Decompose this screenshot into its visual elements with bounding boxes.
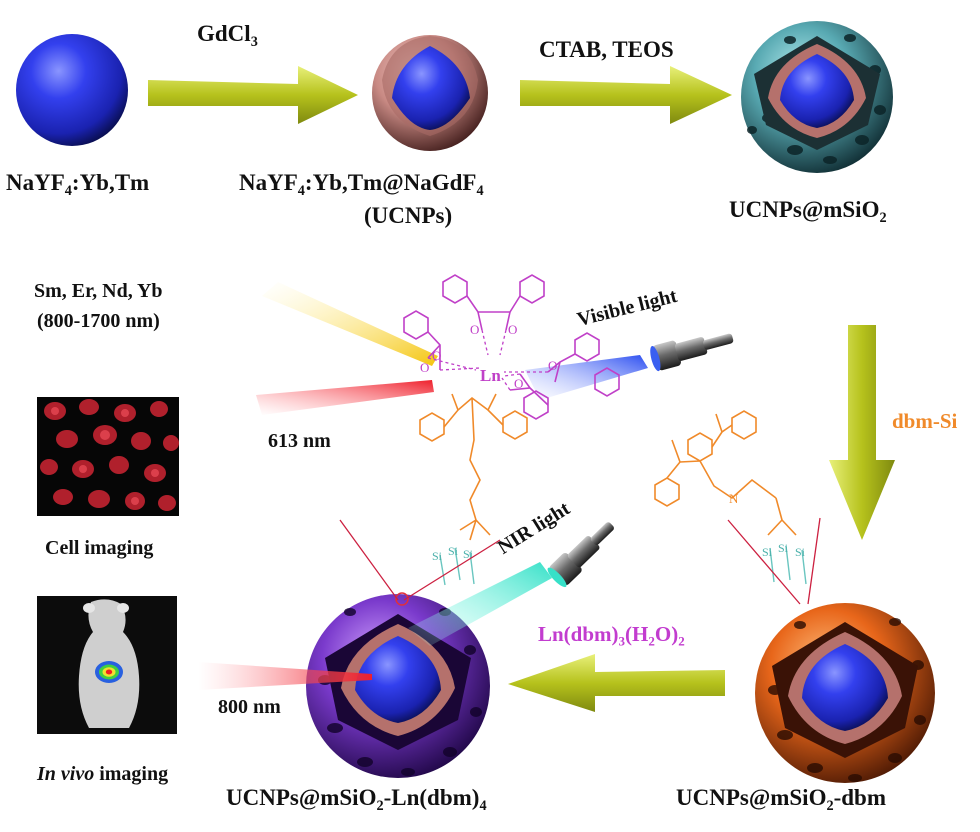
- mesoporous-silica-sphere-icon: [755, 603, 935, 783]
- oxygen-label: O: [548, 358, 557, 373]
- dbm-product-label: UCNPs@mSiO2-dbm: [676, 785, 886, 814]
- core-shell-sphere-icon: [372, 35, 488, 151]
- excitation-800nm-label: 800 nm: [218, 696, 281, 718]
- mesoporous-silica-sphere-icon: [741, 21, 893, 173]
- silane-anchor: [439, 547, 475, 586]
- reaction-arrow-icon: [148, 66, 358, 124]
- silane-anchor: [769, 545, 807, 585]
- laser-beam-icon: [525, 355, 648, 400]
- silicon-label: Si: [762, 545, 773, 559]
- reaction-arrow-icon: [829, 325, 895, 540]
- anchor-line: [403, 539, 501, 601]
- laser-beam-icon: [262, 282, 438, 366]
- in-vivo-imaging-photo: [37, 596, 177, 734]
- ln-dbm3-reagent-label: Ln(dbm)3(H2O)2: [538, 622, 685, 649]
- core-formula-label: NaYF4:Yb,Tm: [6, 170, 150, 199]
- reaction-arrow-icon: [508, 654, 725, 712]
- laser-beam-icon: [198, 662, 372, 690]
- oxygen-label: O: [470, 322, 479, 337]
- ctab-teos-reagent-label: CTAB, TEOS: [539, 37, 674, 62]
- flashlight-icon: [547, 522, 614, 588]
- cell-imaging-label: Cell imaging: [45, 537, 154, 559]
- ions-label: Sm, Er, Nd, Yb: [34, 280, 163, 302]
- mesoporous-silica-sphere-icon: [306, 592, 490, 778]
- gdcl3-reagent-label: GdCl3: [197, 21, 258, 50]
- oxygen-label: O: [508, 322, 517, 337]
- ucnp-formula-label: NaYF4:Yb,Tm@NaGdF4: [239, 170, 484, 199]
- silicon-label: Si: [448, 544, 459, 558]
- dbm-ligand-structure: [654, 410, 797, 536]
- oxygen-label: O: [420, 360, 429, 375]
- final-product-label: UCNPs@mSiO2-Ln(dbm)4: [226, 785, 487, 814]
- nitrogen-label: N: [729, 491, 739, 506]
- emission-613nm-label: 613 nm: [268, 430, 331, 452]
- cell-imaging-micrograph: [37, 397, 179, 516]
- ln-atom-label: Ln: [480, 366, 501, 385]
- in-vivo-imaging-label: In vivo imaging: [37, 763, 169, 785]
- ucnp-msio2-label: UCNPs@mSiO2: [729, 197, 887, 226]
- anchor-line: [727, 519, 801, 605]
- silicon-label: Si: [795, 545, 806, 559]
- sphere-core-icon: [16, 34, 128, 146]
- reaction-arrow-icon: [520, 66, 732, 124]
- oxygen-label: O: [514, 376, 523, 391]
- laser-beam-icon: [408, 562, 552, 646]
- silicon-label: Si: [432, 549, 443, 563]
- dbm-si-label: dbm-Si: [892, 409, 958, 433]
- wavelength-range-label: (800-1700 nm): [37, 310, 160, 332]
- anchor-line: [339, 519, 399, 601]
- laser-beam-icon: [256, 380, 434, 415]
- oxygen-label: O: [432, 348, 441, 363]
- dbm-ligand-structure: [419, 393, 528, 541]
- flashlight-icon: [650, 333, 734, 372]
- mouse-icon: [78, 599, 140, 728]
- ln-dbm-complex-structure: [403, 274, 620, 420]
- anchor-line: [807, 517, 821, 605]
- silicon-label: Si: [778, 541, 789, 555]
- ucnp-abbreviation-label: (UCNPs): [364, 203, 453, 228]
- silicon-label: Si: [463, 547, 474, 561]
